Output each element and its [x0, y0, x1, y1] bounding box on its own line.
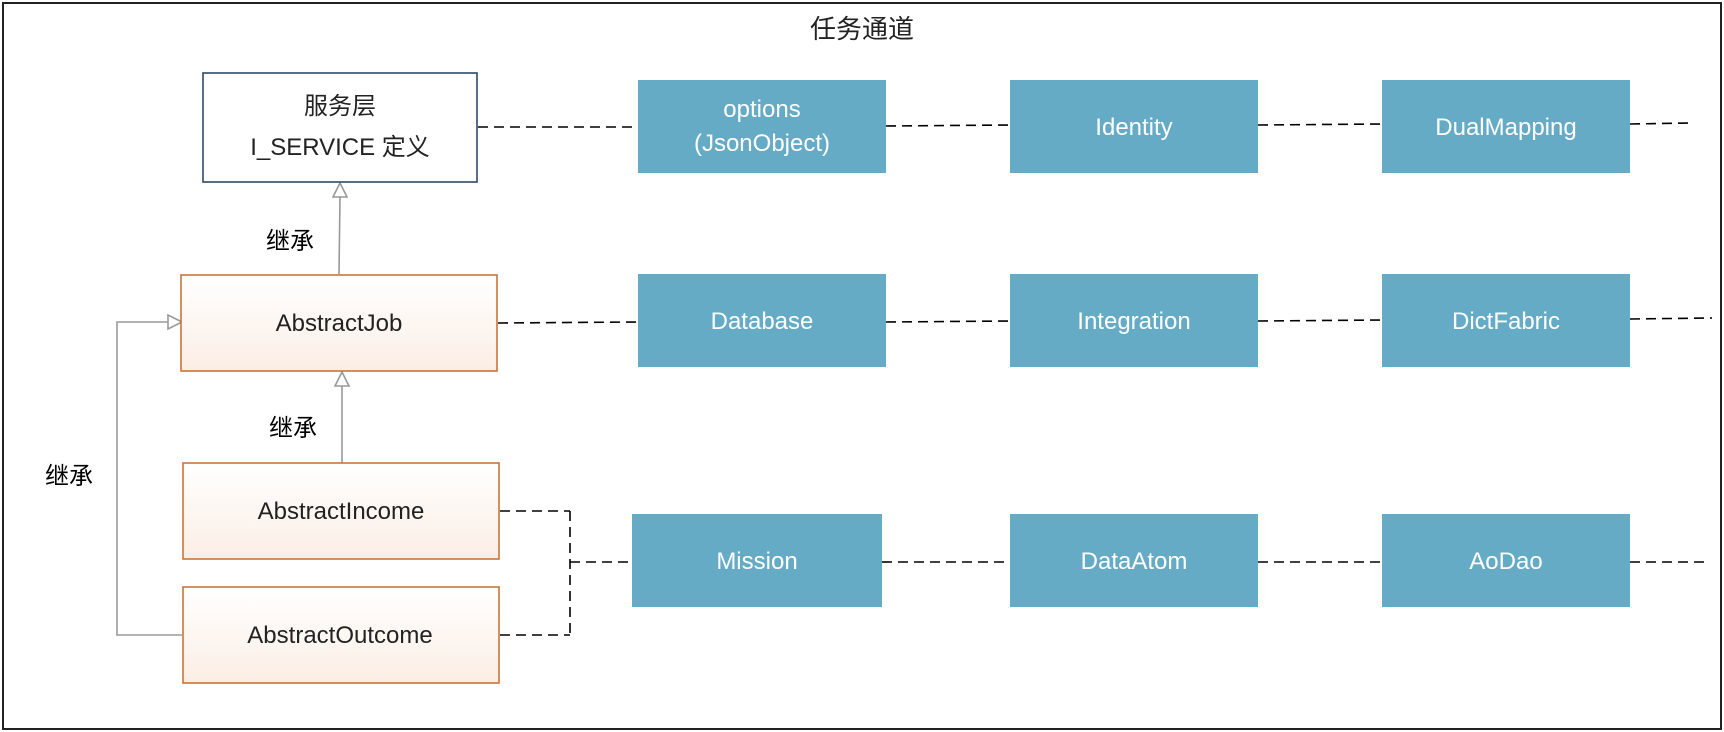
inherit-line-job-service	[338, 195, 341, 275]
inherit-arrowhead-job-top	[333, 370, 351, 387]
aodao-label: AoDao	[1469, 548, 1542, 575]
dictfabric-box: DictFabric	[1382, 274, 1630, 367]
connector-options-identity	[885, 124, 1011, 127]
inherit-label: 继承	[45, 463, 93, 490]
inherit-arrowhead-job-left	[167, 313, 184, 331]
dataatom-label: DataAtom	[1081, 548, 1188, 575]
service-layer-class: 服务层 I_SERVICE 定义	[202, 72, 478, 183]
dashed-connectors	[478, 122, 1713, 636]
inheritance-lines	[116, 195, 343, 636]
abstract-outcome-label: AbstractOutcome	[247, 622, 432, 649]
inherit-line-outcome-job	[116, 321, 182, 636]
abstract-job-class: AbstractJob	[180, 274, 498, 372]
inherit-label: 继承	[266, 228, 314, 255]
identity-box: Identity	[1010, 80, 1258, 173]
inheritance-arrowheads	[167, 181, 351, 387]
connector-dictfabric-tail	[1629, 317, 1713, 320]
aodao-box: AoDao	[1382, 514, 1630, 607]
integration-box: Integration	[1010, 274, 1258, 367]
options-type-label: (JsonObject)	[694, 130, 830, 157]
connector-identity-dualmapping	[1257, 123, 1383, 126]
service-layer-definition: I_SERVICE 定义	[250, 134, 430, 161]
abstract-job-label: AbstractJob	[276, 310, 403, 337]
connector-database-integration	[885, 320, 1011, 323]
database-label: Database	[711, 308, 814, 335]
connector-dualmapping-tail	[1629, 122, 1693, 125]
integration-label: Integration	[1077, 308, 1190, 335]
dualmapping-label: DualMapping	[1435, 114, 1576, 141]
dataatom-box: DataAtom	[1010, 514, 1258, 607]
dictfabric-label: DictFabric	[1452, 308, 1560, 335]
component-boxes: options (JsonObject) Identity DualMappin…	[632, 80, 1630, 607]
options-label: options	[723, 96, 800, 123]
abstract-income-label: AbstractIncome	[258, 498, 425, 525]
options-box: options (JsonObject)	[638, 80, 886, 173]
database-box: Database	[638, 274, 886, 367]
mission-label: Mission	[716, 548, 797, 575]
mission-box: Mission	[632, 514, 882, 607]
abstract-income-class: AbstractIncome	[182, 462, 500, 560]
connector-integration-dictfabric	[1257, 319, 1383, 322]
connector-job-database	[497, 321, 639, 324]
inherit-label: 继承	[269, 415, 317, 442]
diagram-title: 任务通道	[810, 14, 914, 44]
identity-label: Identity	[1095, 114, 1172, 141]
service-layer-title: 服务层	[304, 93, 376, 120]
dualmapping-box: DualMapping	[1382, 80, 1630, 173]
inherit-arrowhead-service	[331, 181, 349, 198]
abstract-outcome-class: AbstractOutcome	[182, 586, 500, 684]
